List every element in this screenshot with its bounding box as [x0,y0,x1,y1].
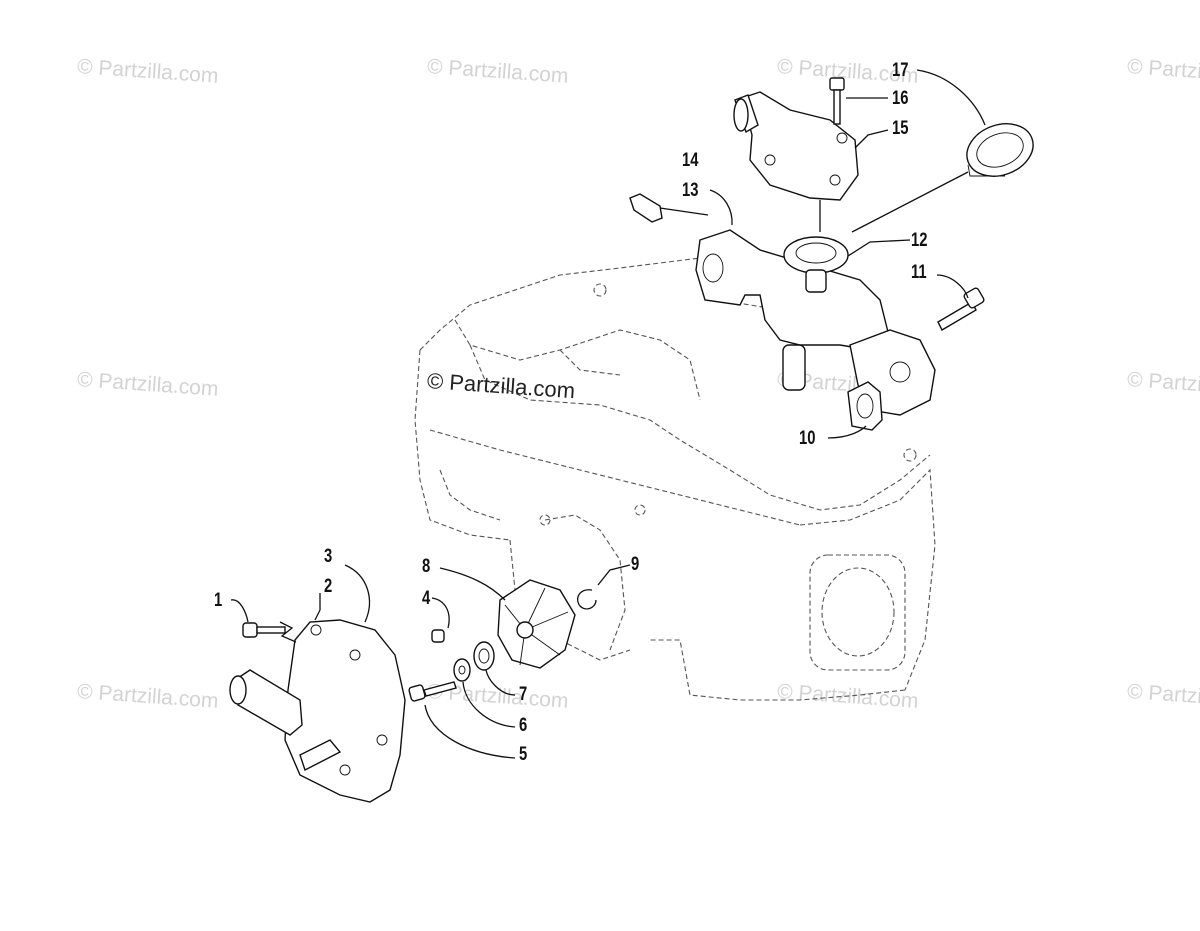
bolt-1 [242,622,286,638]
gasket-10 [847,381,883,431]
gasket-2-indicator [279,621,297,643]
callout-10[interactable]: 10 [799,428,816,449]
thermostat-12 [783,236,849,293]
sensor-14 [629,193,663,223]
callout-6[interactable]: 6 [519,715,528,736]
thermostat-cover [733,91,859,201]
bolt-16 [829,77,845,125]
clip-9 [577,589,597,610]
callout-15[interactable]: 15 [892,118,909,139]
callout-2[interactable]: 2 [324,576,333,597]
o-ring-17 [966,123,1034,177]
seal-7 [473,641,495,671]
pump-cover-3 [229,619,406,803]
leader-lines [230,69,986,759]
bolt-11 [937,287,985,331]
callout-1[interactable]: 1 [214,590,223,611]
callout-8[interactable]: 8 [422,556,431,577]
callout-5[interactable]: 5 [519,744,528,765]
callout-14[interactable]: 14 [682,150,699,171]
callout-16[interactable]: 16 [892,88,909,109]
callout-3[interactable]: 3 [324,546,333,567]
callout-11[interactable]: 11 [911,262,927,283]
callout-9[interactable]: 9 [631,554,640,575]
impeller-8 [497,579,576,669]
callout-4[interactable]: 4 [422,588,431,609]
callout-13[interactable]: 13 [682,180,699,201]
bolt-5 [408,681,457,702]
washer-6 [453,658,471,682]
callout-17[interactable]: 17 [892,60,909,81]
thermostat-housing-13 [695,229,936,416]
dowel-4 [431,629,445,643]
callout-12[interactable]: 12 [911,230,928,251]
callout-7[interactable]: 7 [519,684,528,705]
